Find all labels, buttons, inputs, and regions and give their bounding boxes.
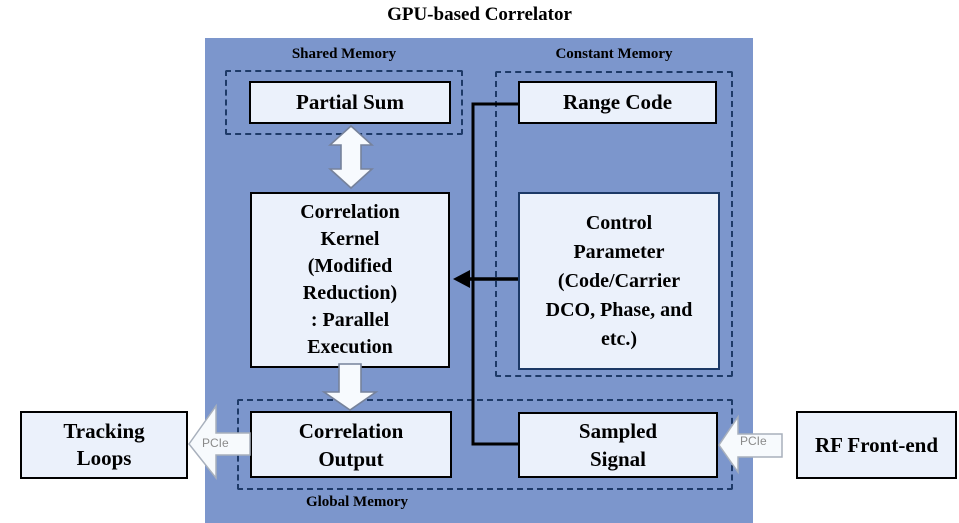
- pcie-right-label: PCIe: [740, 434, 767, 448]
- pcie-left-label: PCIe: [202, 436, 229, 450]
- diagram-title: GPU-based Correlator: [387, 4, 572, 25]
- global-memory-label: Global Memory: [305, 494, 409, 510]
- constant-memory-label: Constant Memory: [555, 46, 673, 62]
- partial-sum-block: Partial Sum: [249, 81, 451, 124]
- rf-front-end-block: RF Front-end: [796, 411, 957, 479]
- range-code-block: Range Code: [518, 81, 717, 124]
- shared-memory-label: Shared Memory: [291, 46, 397, 62]
